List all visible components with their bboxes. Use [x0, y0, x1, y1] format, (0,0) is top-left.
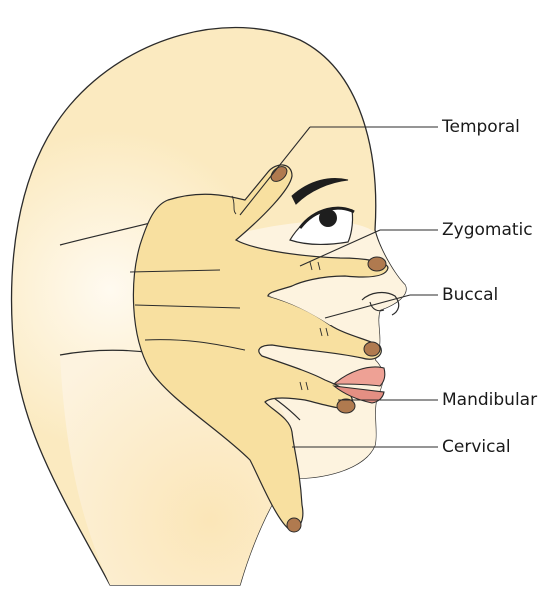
nail-cervical	[287, 518, 301, 532]
nail-buccal	[364, 342, 380, 356]
label-mandibular: Mandibular	[442, 390, 537, 410]
label-temporal: Temporal	[442, 117, 520, 137]
label-zygomatic: Zygomatic	[442, 220, 533, 240]
label-cervical: Cervical	[442, 437, 511, 457]
nail-mandibular	[337, 399, 355, 413]
nail-zygomatic	[368, 257, 386, 271]
label-buccal: Buccal	[442, 285, 498, 305]
